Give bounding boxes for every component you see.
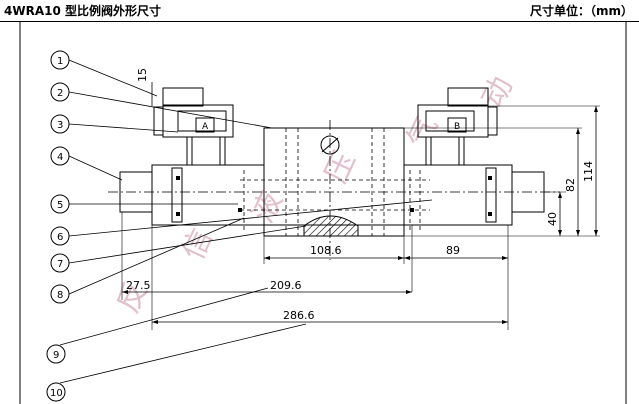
dim-89: 89 (446, 244, 460, 257)
dim-15: 15 (136, 68, 149, 82)
hatched-section (303, 215, 359, 237)
left-label-box (195, 117, 215, 133)
leader-line (68, 91, 273, 129)
callout-balloon (46, 344, 66, 364)
left-solenoid (153, 87, 234, 166)
callout-number: 8 (57, 290, 63, 301)
leader-line (68, 199, 433, 237)
callout-number: 3 (57, 120, 63, 131)
left-coil-neck (186, 136, 226, 166)
header-rule (0, 21, 639, 22)
callout-number: 1 (57, 56, 63, 67)
units-label: 尺寸单位：（mm） (529, 4, 633, 18)
leader-lines (59, 59, 433, 384)
arrow (404, 256, 410, 260)
callout-number: 2 (57, 88, 63, 99)
dimension-texts: 108.6 89 27.5 209.6 286.6 15 40 82 114 (126, 68, 595, 322)
dim-82: 82 (564, 178, 577, 192)
fastener (176, 212, 180, 216)
callout-number: 7 (57, 259, 63, 270)
fastener-marks (176, 176, 492, 216)
watermark-char: 气 (401, 111, 445, 153)
knob-circle (320, 135, 340, 155)
callout-number: 9 (53, 350, 59, 361)
arrow (502, 320, 508, 324)
callout-number: 5 (57, 200, 63, 211)
dimension-lines (122, 82, 597, 323)
arrow (594, 230, 598, 236)
left-flange (171, 167, 183, 223)
dim-108-6: 108.6 (310, 244, 342, 257)
callout-number: 6 (57, 232, 63, 243)
watermark-char: 动 (476, 71, 520, 113)
dim-40: 40 (546, 212, 559, 226)
adjust-knob (320, 135, 340, 155)
callout-balloon (46, 382, 66, 402)
arrow (558, 230, 562, 236)
callout-number: 10 (50, 388, 63, 399)
right-coil-window (425, 110, 475, 132)
arrow (122, 290, 128, 294)
dim-286-6: 286.6 (283, 309, 315, 322)
fastener (488, 176, 492, 180)
arrow (594, 106, 598, 112)
right-label-box (447, 117, 467, 133)
arrow (406, 290, 412, 294)
callout-number: 4 (57, 152, 63, 163)
left-coil-window (177, 110, 227, 132)
solenoid-a-label: A (202, 122, 209, 132)
fastener (238, 208, 242, 212)
extension-lines (121, 105, 600, 330)
callout-numbers: 1 2 3 4 5 6 7 8 9 10 (50, 56, 63, 399)
leader-line (68, 59, 158, 97)
leader-line (59, 287, 269, 346)
arrow (398, 256, 404, 260)
leader-line (68, 123, 179, 133)
callout-balloons (46, 50, 70, 402)
page-title: 4WRA10 型比例阀外形尺寸 (4, 4, 161, 18)
right-plug-top (447, 87, 489, 107)
right-plug-cap (487, 106, 498, 136)
left-solenoid-body (151, 164, 265, 226)
arrow (558, 192, 562, 198)
arrow (264, 256, 270, 260)
knob-slot (321, 137, 339, 153)
arrow (502, 256, 508, 260)
arrow (152, 320, 158, 324)
fastener (176, 176, 180, 180)
left-plug-cap (153, 106, 164, 136)
right-flange (485, 167, 497, 223)
dim-209-6: 209.6 (270, 279, 302, 292)
leader-line (68, 217, 245, 295)
arrow (576, 230, 580, 236)
leader-line (59, 323, 307, 384)
dimension-arrows (122, 106, 598, 324)
left-plug-top (162, 87, 204, 107)
right-solenoid (417, 87, 498, 166)
leader-line (68, 155, 123, 181)
watermark-char: 液 (246, 186, 290, 228)
watermark-char: 信 (176, 223, 220, 265)
fastener (410, 208, 414, 212)
dim-114: 114 (582, 161, 595, 182)
dim-27-5: 27.5 (126, 279, 151, 292)
center-lines (108, 120, 560, 260)
solenoid-b-label: B (454, 122, 460, 132)
fastener (488, 212, 492, 216)
arrow (576, 128, 580, 134)
leader-line (68, 225, 307, 264)
